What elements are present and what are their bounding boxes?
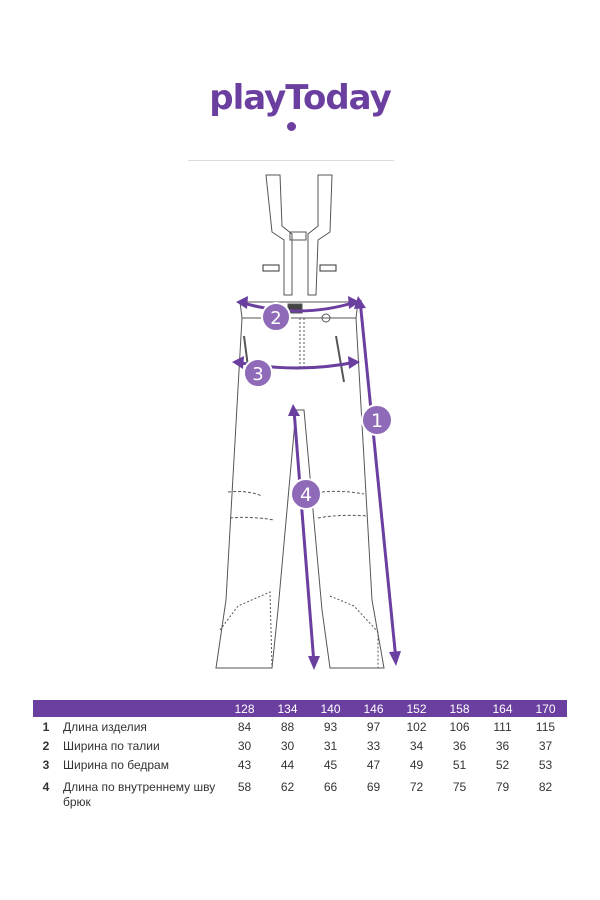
size-140: 140 xyxy=(309,700,352,717)
cell-value: 75 xyxy=(452,780,467,794)
cell-value: 51 xyxy=(452,758,467,772)
size-128: 128 xyxy=(223,700,266,717)
waist-arrow xyxy=(239,300,357,313)
cell-value: 47 xyxy=(366,758,381,772)
inseam-arrowhead-bottom xyxy=(308,656,320,670)
row-label: Длина по внутреннему шву брюк xyxy=(63,780,216,809)
inseam-arrow xyxy=(292,409,316,665)
cell-value: 115 xyxy=(535,720,556,734)
row-number: 4 xyxy=(42,780,50,794)
marker-2: 2 xyxy=(261,302,291,332)
cell-value: 36 xyxy=(495,739,510,753)
cell-value: 52 xyxy=(495,758,510,772)
left-cuff-patch xyxy=(219,591,273,669)
row-label: Ширина по бедрам xyxy=(63,758,169,772)
cell-value: 34 xyxy=(409,739,424,753)
length-arrowhead-bottom xyxy=(389,651,401,666)
right-knee-seam xyxy=(317,490,369,519)
cell-value: 49 xyxy=(409,758,424,772)
cell-value: 102 xyxy=(406,720,427,734)
svg-text:2: 2 xyxy=(270,308,281,329)
fly xyxy=(299,318,305,370)
cell-value: 106 xyxy=(449,720,470,734)
cell-value: 30 xyxy=(280,739,295,753)
length-arrowhead-top xyxy=(354,296,366,309)
logo-dot xyxy=(287,122,296,131)
cell-value: 44 xyxy=(280,758,295,772)
left-suspender xyxy=(265,174,293,296)
header-label xyxy=(59,700,223,717)
cell-value: 111 xyxy=(493,720,512,734)
inseam-arrowhead-top xyxy=(288,404,300,416)
cell-value: 62 xyxy=(280,780,295,794)
size-table: 128 134 140 146 152 158 164 170 1 Длина … xyxy=(33,700,567,816)
row-number: 3 xyxy=(42,758,50,772)
right-cuff-patch xyxy=(329,595,379,668)
marker-4: 4 xyxy=(290,478,322,510)
cell-value: 30 xyxy=(237,739,252,753)
waist-arrowhead-right xyxy=(348,296,360,309)
size-170: 170 xyxy=(524,700,567,717)
cell-value: 53 xyxy=(538,758,553,772)
hip-arrowhead-left xyxy=(232,356,244,369)
svg-text:1: 1 xyxy=(371,410,383,432)
cell-value: 69 xyxy=(366,780,381,794)
cell-value: 43 xyxy=(237,758,252,772)
cell-value: 33 xyxy=(366,739,381,753)
header-num xyxy=(33,700,59,717)
cell-value: 37 xyxy=(538,739,553,753)
left-knee-seam xyxy=(227,491,275,521)
cell-value: 79 xyxy=(495,780,510,794)
size-164: 164 xyxy=(481,700,524,717)
size-152: 152 xyxy=(395,700,438,717)
right-pocket xyxy=(335,335,345,383)
hip-arrowhead-right xyxy=(348,356,360,369)
table-row: 3 Ширина по бедрам 43 44 45 47 49 51 52 … xyxy=(33,758,567,777)
svg-text:3: 3 xyxy=(252,364,263,385)
cell-value: 97 xyxy=(366,720,381,734)
cell-value: 84 xyxy=(237,720,252,734)
svg-text:4: 4 xyxy=(300,484,312,506)
snap-button xyxy=(321,313,331,323)
pants-outline xyxy=(215,317,385,669)
length-arrow xyxy=(358,299,398,661)
divider xyxy=(188,160,394,161)
cell-value: 72 xyxy=(409,780,424,794)
brand-logo: playToday xyxy=(209,78,392,118)
marker-1: 1 xyxy=(361,404,393,436)
row-label: Ширина по талии xyxy=(63,739,160,753)
row-number: 1 xyxy=(42,720,50,734)
waist-arrowhead-left xyxy=(236,296,248,309)
size-header-row: 128 134 140 146 152 158 164 170 xyxy=(33,700,567,717)
pants-technical-drawing: 1 2 3 4 xyxy=(215,174,401,670)
cell-value: 93 xyxy=(323,720,338,734)
cell-value: 45 xyxy=(323,758,338,772)
marker-3: 3 xyxy=(243,358,273,388)
cell-value: 31 xyxy=(323,739,338,753)
size-134: 134 xyxy=(266,700,309,717)
cell-value: 58 xyxy=(237,780,252,794)
table-row: 1 Длина изделия 84 88 93 97 102 106 111 … xyxy=(33,717,567,739)
right-suspender xyxy=(307,174,333,296)
table-row: 4 Длина по внутреннему шву брюк 58 62 66… xyxy=(33,777,567,816)
right-buckle xyxy=(319,264,337,272)
back-strap xyxy=(289,231,307,241)
cell-value: 36 xyxy=(452,739,467,753)
size-158: 158 xyxy=(438,700,481,717)
cell-value: 88 xyxy=(280,720,295,734)
left-buckle xyxy=(262,264,280,272)
size-146: 146 xyxy=(352,700,395,717)
cell-value: 82 xyxy=(538,780,553,794)
cell-value: 66 xyxy=(323,780,338,794)
row-number: 2 xyxy=(42,739,50,753)
row-label: Длина изделия xyxy=(63,720,147,734)
table-row: 2 Ширина по талии 30 30 31 33 34 36 36 3… xyxy=(33,739,567,758)
